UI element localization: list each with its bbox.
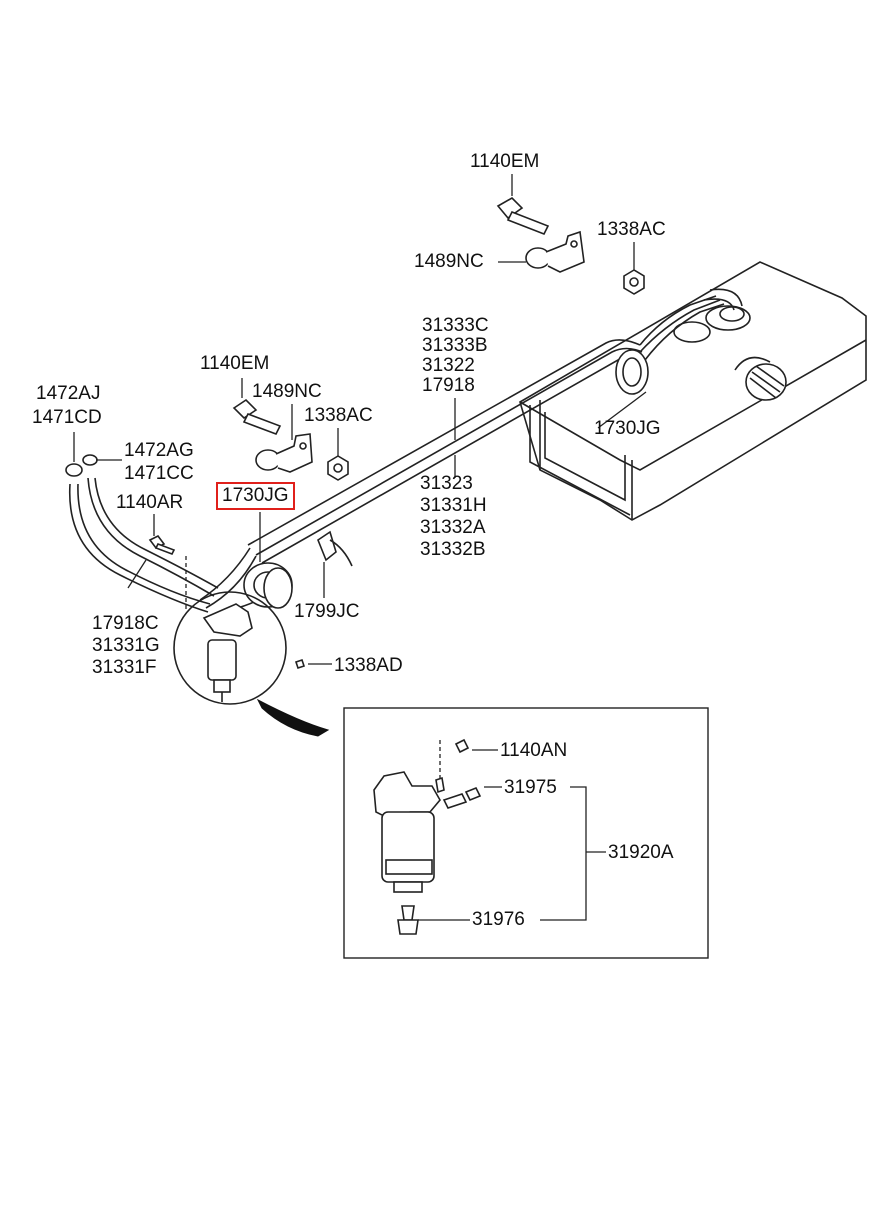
label-clamp-mid: 1489NC	[252, 381, 322, 402]
label-detail-fitting-bottom: 31976	[472, 909, 525, 930]
detail-box	[343, 707, 709, 959]
label-bolt-mid: 1140EM	[200, 353, 270, 374]
detail-arrow	[256, 698, 330, 737]
detail-fuel-filter	[373, 738, 482, 935]
label-clip-tube: 1799JC	[294, 601, 360, 622]
label-tube-group-b-3: 31332A	[420, 517, 486, 538]
label-tube-group-b-1: 31323	[420, 473, 473, 494]
label-tube-group-a-2: 31333B	[422, 335, 488, 356]
label-cap-left-b: 1472AG	[124, 440, 194, 461]
bolt-top	[496, 197, 550, 236]
clamp-top	[525, 230, 585, 273]
label-clamp-top: 1489NC	[414, 251, 484, 272]
label-tube-group-b-4: 31332B	[420, 539, 486, 560]
nut-top	[623, 269, 645, 295]
label-bolt-top: 1140EM	[470, 151, 540, 172]
label-nut-top: 1338AC	[597, 219, 666, 240]
label-clip-left-b: 1471CC	[124, 463, 194, 484]
grommet-left	[243, 562, 293, 609]
nut-mid	[327, 455, 349, 481]
leader-lines	[73, 174, 647, 921]
label-hose-group-3: 31331F	[92, 657, 157, 678]
fuel-tank	[519, 261, 867, 521]
label-detail-bolt: 1140AN	[500, 740, 568, 761]
clamp-mid	[255, 433, 313, 473]
label-detail-assembly: 31920A	[608, 842, 674, 863]
label-tube-group-a-1: 31333C	[422, 315, 489, 336]
fuel-filter-callout	[173, 591, 306, 705]
tube-clip	[317, 530, 353, 567]
label-hose-group-1: 17918C	[92, 613, 159, 634]
screw-left	[148, 534, 176, 556]
label-grommet-right: 1730JG	[594, 418, 661, 439]
label-nut-filter: 1338AD	[334, 655, 403, 676]
label-hose-group-2: 31331G	[92, 635, 160, 656]
label-tube-group-a-3: 31322	[422, 355, 475, 376]
label-screw-left: 1140AR	[116, 492, 184, 513]
grommet-right	[615, 349, 649, 395]
label-detail-fitting-top: 31975	[504, 777, 557, 798]
label-nut-mid: 1338AC	[304, 405, 373, 426]
label-grommet-left: 1730JG	[216, 482, 295, 510]
label-tube-group-b-2: 31331H	[420, 495, 487, 516]
label-tube-group-a-4: 17918	[422, 375, 475, 396]
label-cap-left-a: 1472AJ	[36, 383, 101, 404]
label-clip-left-a: 1471CD	[32, 407, 102, 428]
bolt-mid	[232, 398, 282, 436]
